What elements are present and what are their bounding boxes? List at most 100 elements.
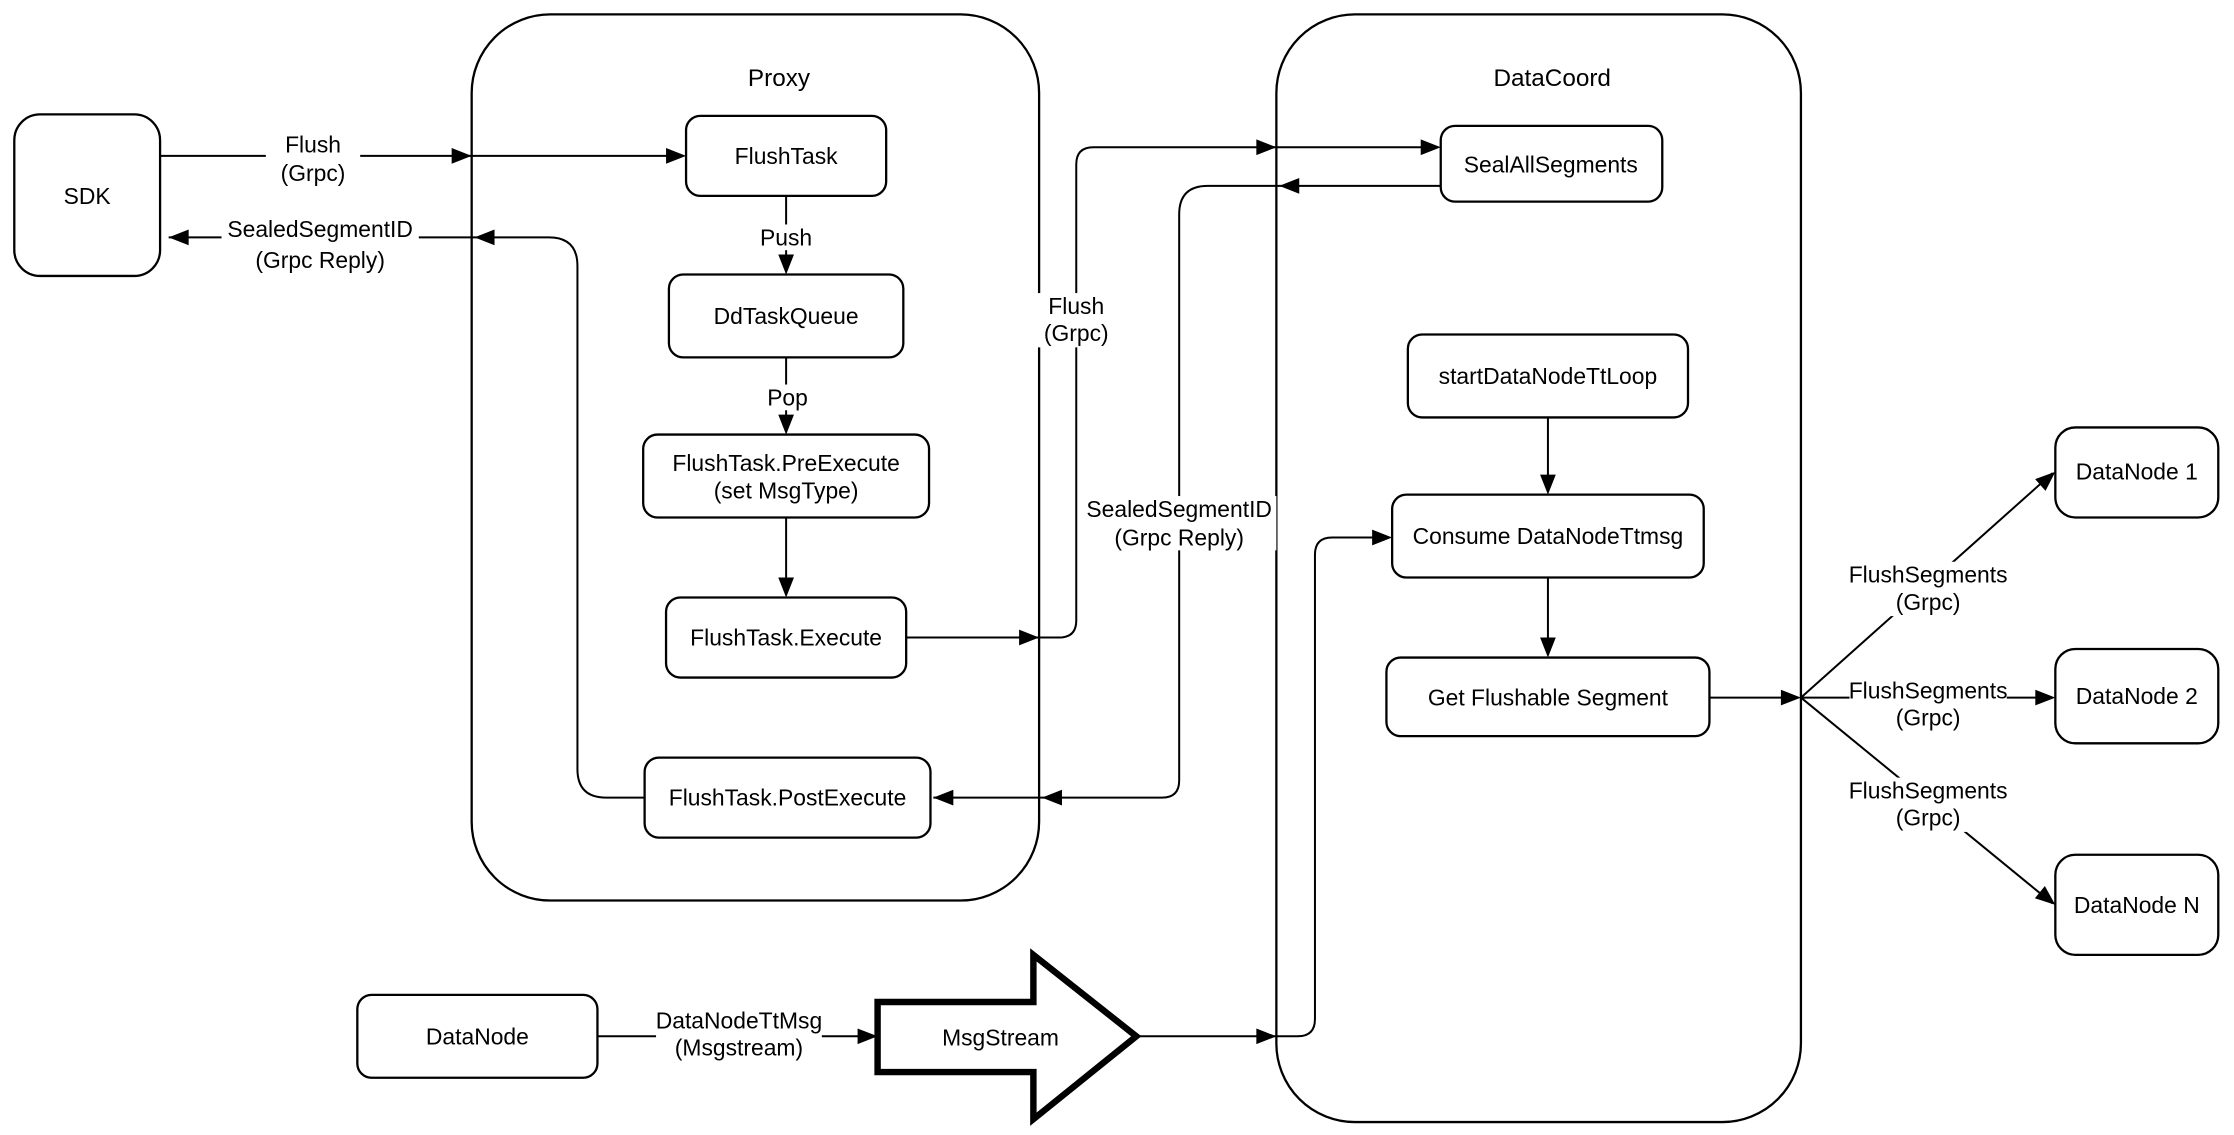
edge-label-text: (Grpc) — [1896, 705, 1961, 731]
arrowhead — [1256, 139, 1277, 156]
node-box — [1385, 656, 1711, 738]
arrowhead — [451, 147, 472, 164]
label-bg — [1849, 677, 2007, 732]
node-box — [664, 596, 908, 679]
node-label: DataNode N — [2074, 892, 2200, 918]
edge-label-flush-grpc-mid: Flush (Grpc) — [1033, 293, 1120, 348]
node-sdk: SDK — [13, 113, 162, 278]
node-datanode-source: DataNode — [356, 993, 599, 1079]
node-datanode-n: DataNode N — [2054, 853, 2220, 956]
edge-label-text: FlushSegments — [1849, 677, 2008, 703]
arrowheads — [168, 139, 2056, 1045]
node-box — [643, 756, 932, 839]
edge-postexecute-to-sdk — [168, 236, 645, 799]
node-label: Get Flushable Segment — [1428, 685, 1669, 711]
arrowhead — [1420, 139, 1441, 156]
node-box — [667, 273, 905, 359]
edge-label-text: FlushSegments — [1849, 562, 2008, 588]
node-box — [2054, 647, 2220, 745]
node-box — [2054, 853, 2220, 956]
node-flushtask: FlushTask — [684, 114, 888, 198]
arrowhead — [2035, 471, 2056, 491]
node-ddtaskqueue: DdTaskQueue — [667, 273, 905, 359]
msgstream-arrow-shape — [874, 948, 1142, 1126]
node-sealallsegments: SealAllSegments — [1439, 124, 1664, 203]
node-label: Consume DataNodeTtmsg — [1413, 523, 1684, 549]
node-label: (set MsgType) — [714, 477, 859, 503]
edge-label-flushsegments-3: FlushSegments (Grpc) — [1849, 777, 2008, 832]
edge-label-text: (Grpc) — [1896, 805, 1961, 831]
arrowhead — [474, 229, 495, 246]
node-label: startDataNodeTtLoop — [1439, 363, 1658, 389]
edge-label-text: FlushSegments — [1849, 777, 2008, 803]
node-box — [642, 433, 931, 519]
edge-label-sealedsegmentid-mid: SealedSegmentID (Grpc Reply) — [1081, 496, 1277, 550]
label-bg — [221, 217, 419, 272]
node-box — [2054, 426, 2220, 519]
edge-label-sealedsegmentid-sdk: SealedSegmentID (Grpc Reply) — [221, 216, 419, 273]
arrowhead — [1019, 629, 1040, 646]
edge-label-text: (Grpc Reply) — [255, 247, 385, 273]
arrowhead — [168, 229, 189, 246]
label-bg — [1033, 293, 1120, 348]
label-bg — [656, 1007, 822, 1063]
arrowhead — [1780, 689, 1801, 706]
node-startdatanodettloop: startDataNodeTtLoop — [1406, 333, 1690, 419]
edge-label-text: (Grpc) — [1044, 320, 1109, 346]
node-box — [1390, 493, 1705, 579]
proxy-title: Proxy — [748, 65, 811, 92]
edge-label-text: (Grpc) — [1896, 589, 1961, 615]
arrowhead — [1540, 474, 1556, 495]
arrowhead — [778, 414, 794, 435]
node-label: DdTaskQueue — [714, 303, 859, 329]
edge-label-flushsegments-1: FlushSegments (Grpc) — [1849, 562, 2008, 617]
label-bg — [753, 224, 819, 251]
node-consume-datanodettmsg: Consume DataNodeTtmsg — [1390, 493, 1705, 579]
edge-label-text: (Msgstream) — [675, 1035, 803, 1061]
node-label: SealAllSegments — [1464, 151, 1638, 177]
edge-label-text: SealedSegmentID — [227, 216, 413, 242]
label-bg — [265, 131, 361, 186]
container-proxy — [470, 13, 1041, 902]
edge-label-text: Flush — [285, 131, 341, 157]
edge-msgstream-to-consume — [1136, 536, 1390, 1038]
node-flushtask-postexecute: FlushTask.PostExecute — [643, 756, 932, 839]
node-label: SDK — [64, 183, 111, 209]
arrowhead — [2035, 689, 2056, 706]
arrowhead — [666, 147, 687, 164]
container-datacoord — [1275, 13, 1803, 1124]
arrowhead — [778, 577, 794, 598]
node-label: DataNode 1 — [2076, 459, 2198, 485]
node-box — [684, 114, 888, 198]
node-label: FlushTask.PreExecute — [672, 450, 899, 476]
edge-label-text: (Grpc Reply) — [1114, 524, 1244, 550]
node-box — [356, 993, 599, 1079]
edge-label-text: SealedSegmentID — [1086, 496, 1272, 522]
edge-label-text: Push — [760, 224, 812, 250]
arrowhead — [1279, 178, 1300, 194]
node-label: DataNode — [426, 1023, 529, 1049]
edge-label-push: Push — [753, 224, 819, 250]
edge-label-flush-grpc-sdk: Flush (Grpc) — [265, 131, 361, 186]
node-get-flushable-segment: Get Flushable Segment — [1385, 656, 1711, 738]
node-flushtask-execute: FlushTask.Execute — [664, 596, 908, 679]
node-flushtask-preexecute: FlushTask.PreExecute (set MsgType) — [642, 433, 931, 519]
node-box — [1406, 333, 1690, 419]
arrowhead — [1372, 529, 1393, 546]
edge-label-text: (Grpc) — [281, 160, 346, 186]
edge-label-text: Flush — [1048, 293, 1104, 319]
node-label: DataNode 2 — [2076, 683, 2198, 709]
label-bg — [1849, 777, 2007, 832]
node-msgstream: MsgStream — [874, 948, 1142, 1126]
arrowhead — [1540, 637, 1556, 658]
node-label: FlushTask.Execute — [690, 625, 882, 651]
node-label: FlushTask — [735, 143, 838, 169]
edge-label-pop: Pop — [758, 384, 817, 411]
arrowhead — [857, 1028, 878, 1045]
label-bg — [758, 384, 817, 411]
edge-label-flushsegments-2: FlushSegments (Grpc) — [1849, 677, 2008, 732]
arrowhead — [1041, 789, 1062, 806]
edge-execute-to-sealallsegments — [906, 146, 1438, 639]
